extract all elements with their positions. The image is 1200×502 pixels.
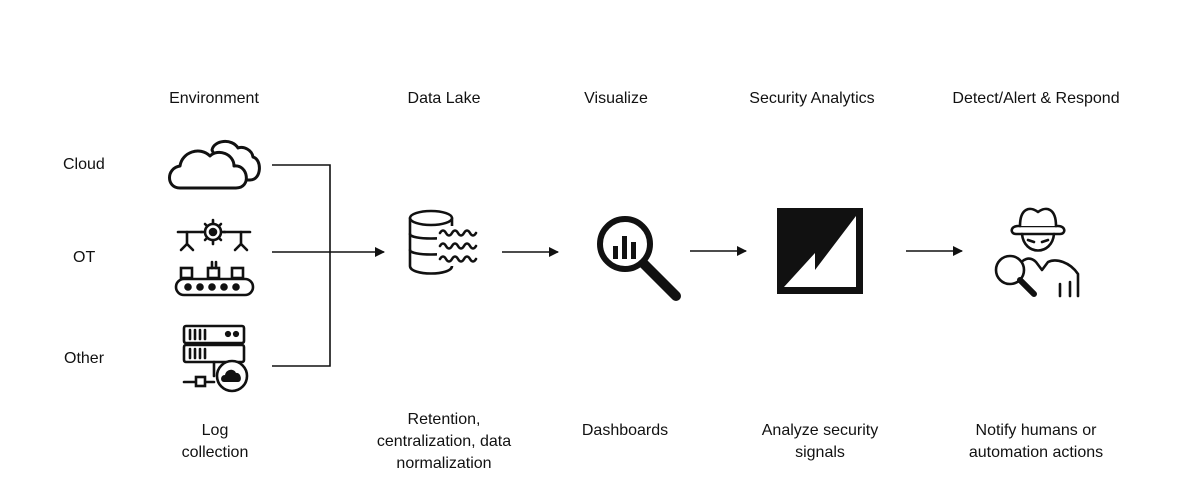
server-cloud-icon xyxy=(182,324,249,393)
caption-security-analytics: Analyze security signals xyxy=(735,420,905,464)
source-label-cloud: Cloud xyxy=(63,156,105,173)
caption-line: Retention, xyxy=(407,411,481,428)
caption-visualize: Dashboards xyxy=(560,420,690,442)
caption-line: normalization xyxy=(396,455,492,472)
caption-detect-respond: Notify humans or automation actions xyxy=(941,420,1131,464)
stage-title-security-analytics: Security Analytics xyxy=(749,90,875,107)
stage-title-data-lake: Data Lake xyxy=(407,90,481,107)
detective-icon xyxy=(994,207,1080,298)
cloud-icon xyxy=(168,140,261,190)
magnifier-chart-icon xyxy=(597,216,681,301)
caption-line: centralization, data xyxy=(376,433,512,450)
conveyor-icon xyxy=(174,218,255,297)
source-connectors xyxy=(272,164,385,367)
caption-line: Log xyxy=(201,422,229,439)
caption-line: Analyze security xyxy=(761,422,879,439)
source-label-ot: OT xyxy=(73,249,96,266)
caption-line: Notify humans or xyxy=(975,422,1097,439)
caption-line: signals xyxy=(795,444,845,461)
stage-title-environment: Environment xyxy=(169,90,259,107)
caption-line: collection xyxy=(181,444,249,461)
source-label-other: Other xyxy=(64,350,105,367)
analytics-logo-icon xyxy=(777,208,863,294)
bracket-line xyxy=(272,164,331,367)
stage-title-visualize: Visualize xyxy=(584,90,648,107)
stage-title-detect-respond: Detect/Alert & Respond xyxy=(952,90,1120,107)
caption-line: Dashboards xyxy=(581,422,669,439)
caption-environment: Log collection xyxy=(150,420,280,464)
caption-line: automation actions xyxy=(968,444,1104,461)
database-icon xyxy=(408,209,483,275)
caption-data-lake: Retention, centralization, data normaliz… xyxy=(354,409,534,475)
